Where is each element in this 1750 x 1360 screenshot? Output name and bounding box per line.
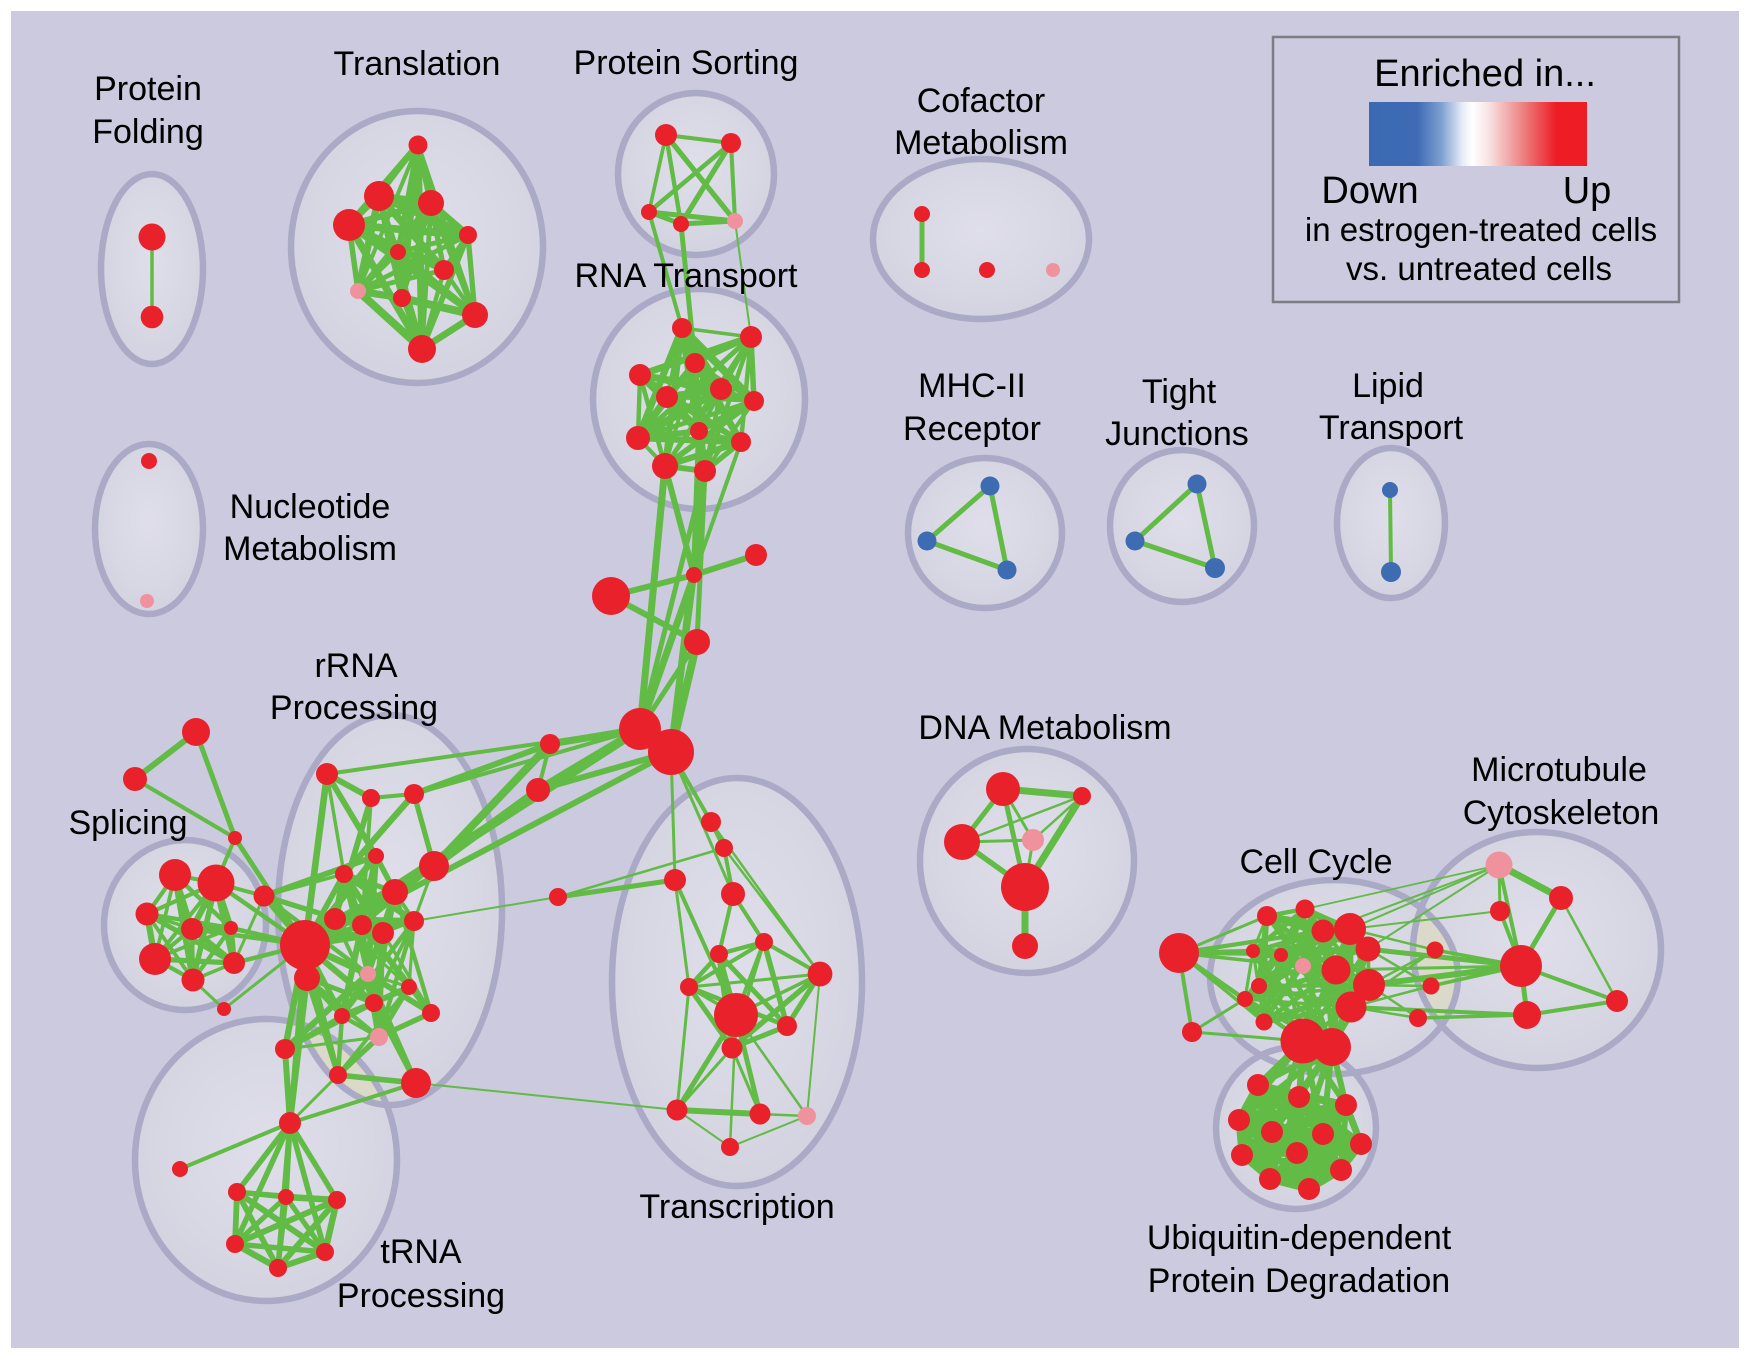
svg-text:Transcription: Transcription bbox=[639, 1188, 834, 1226]
svg-text:RNA Transport: RNA Transport bbox=[575, 257, 799, 295]
svg-text:Tight: Tight bbox=[1142, 373, 1217, 411]
svg-text:Nucleotide: Nucleotide bbox=[230, 488, 391, 526]
svg-text:Receptor: Receptor bbox=[903, 410, 1041, 448]
svg-text:Metabolism: Metabolism bbox=[894, 124, 1068, 162]
svg-text:in estrogen-treated cells: in estrogen-treated cells bbox=[1305, 211, 1657, 248]
svg-text:DNA Metabolism: DNA Metabolism bbox=[918, 709, 1171, 747]
svg-text:Splicing: Splicing bbox=[68, 804, 187, 842]
svg-text:MHC-II: MHC-II bbox=[918, 367, 1026, 405]
svg-text:Cell Cycle: Cell Cycle bbox=[1239, 843, 1392, 881]
svg-text:Junctions: Junctions bbox=[1105, 415, 1249, 453]
svg-text:Microtubule: Microtubule bbox=[1471, 751, 1647, 789]
svg-text:Processing: Processing bbox=[337, 1277, 505, 1315]
svg-text:rRNA: rRNA bbox=[314, 647, 397, 685]
svg-text:Enriched in...: Enriched in... bbox=[1374, 53, 1596, 95]
svg-text:Metabolism: Metabolism bbox=[223, 530, 397, 568]
svg-text:Protein: Protein bbox=[94, 70, 202, 108]
svg-text:Up: Up bbox=[1563, 170, 1612, 212]
svg-text:Processing: Processing bbox=[270, 689, 438, 727]
svg-text:Down: Down bbox=[1321, 170, 1418, 212]
svg-text:Lipid: Lipid bbox=[1352, 367, 1424, 405]
svg-text:Protein Sorting: Protein Sorting bbox=[574, 44, 799, 82]
svg-text:Translation: Translation bbox=[334, 45, 501, 83]
svg-text:vs. untreated cells: vs. untreated cells bbox=[1346, 250, 1612, 287]
svg-text:Folding: Folding bbox=[92, 113, 204, 151]
svg-text:tRNA: tRNA bbox=[380, 1233, 462, 1271]
svg-text:Cytoskeleton: Cytoskeleton bbox=[1463, 794, 1660, 832]
svg-text:Cofactor: Cofactor bbox=[917, 82, 1046, 120]
svg-text:Ubiquitin-dependent: Ubiquitin-dependent bbox=[1147, 1219, 1452, 1257]
svg-text:Protein Degradation: Protein Degradation bbox=[1148, 1262, 1450, 1300]
svg-text:Transport: Transport bbox=[1319, 409, 1464, 447]
